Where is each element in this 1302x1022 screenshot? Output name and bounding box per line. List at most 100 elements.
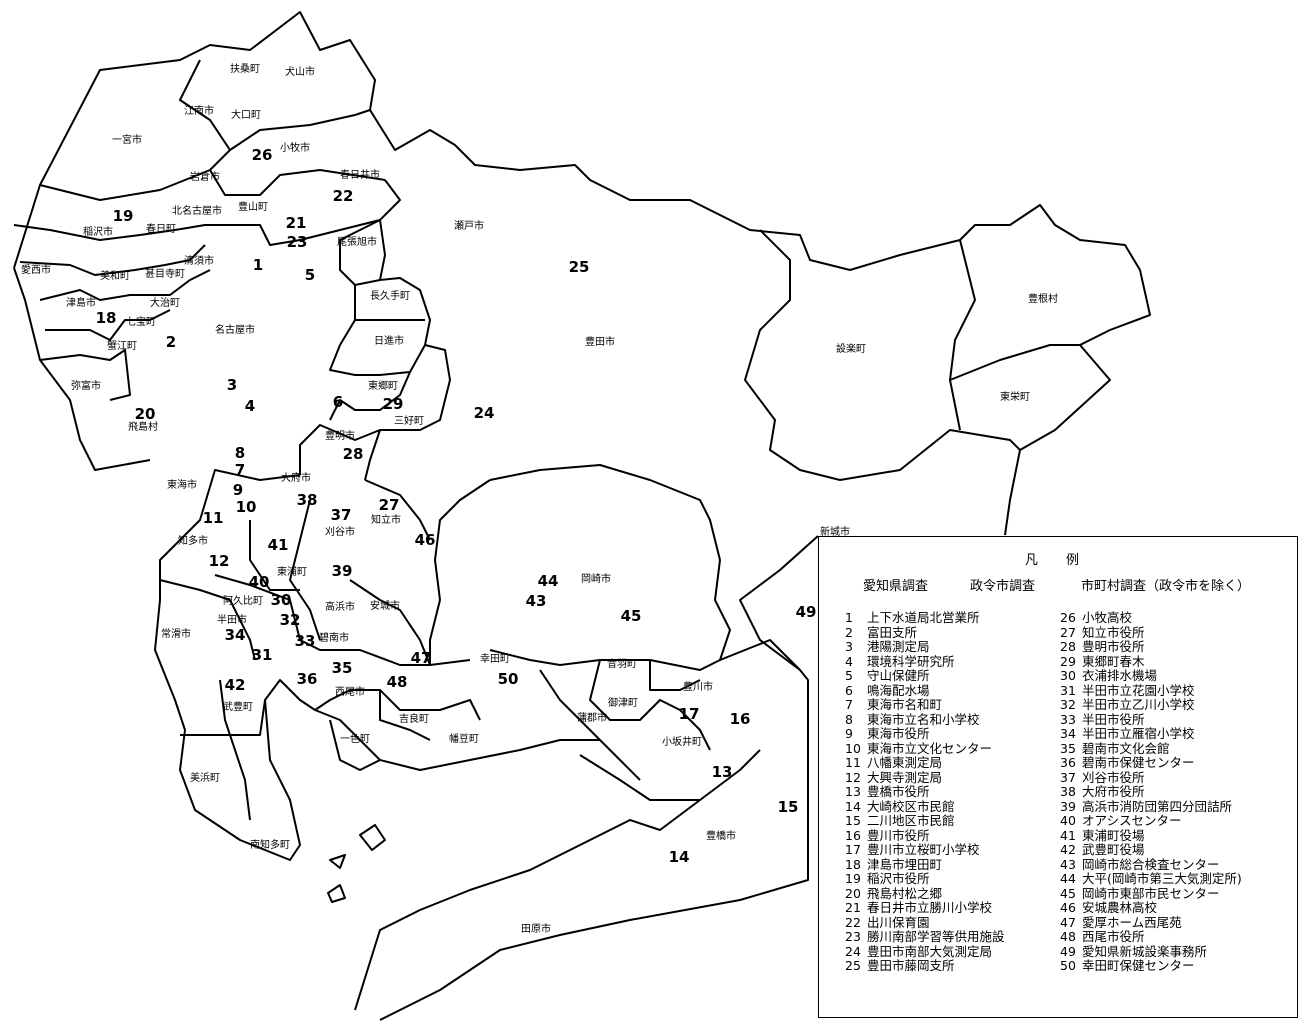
legend-category: 政令市調査 [970,579,1036,594]
site-number: 4 [245,397,255,415]
municipality-label: 音羽町 [607,657,637,670]
legend-entry-number: 34 [1060,726,1076,741]
municipality-label: 稲沢市 [83,225,113,238]
legend-entry-number: 12 [845,769,861,785]
site-number: 21 [286,214,307,232]
municipality-label: 名古屋市 [215,323,255,336]
legend-entry-number: 4 [845,653,853,669]
municipality-label: 三好町 [394,415,424,427]
legend-entry-name: 豊明市役所 [1082,639,1145,654]
municipality-label: 弥富市 [71,379,101,392]
legend-entry-name: 碧南市文化会館 [1082,740,1170,756]
site-number: 28 [343,445,364,463]
legend-entry-name: 武豊町役場 [1082,842,1145,857]
legend-entry-number: 21 [845,900,861,915]
municipality-label: 蒲郡市 [577,711,607,724]
legend-entry-name: 刈谷市役所 [1082,769,1145,785]
boundary [379,690,431,741]
legend-entry-name: 守山保健所 [867,668,930,683]
legend-entry: 4 環境科学研究所 [845,653,1005,670]
municipality-label: 長久手町 [370,289,410,302]
boundary [249,520,300,591]
legend-entry-name: 半田市立花園小学校 [1082,682,1195,698]
municipality-label: 尾張旭市 [337,235,377,248]
site-number: 37 [331,506,352,524]
site-number: 27 [379,496,400,514]
boundary [45,309,171,341]
boundary [579,754,700,801]
municipality-label: 瀬戸市 [454,219,484,232]
site-number: 31 [252,646,273,664]
municipality-label: 江南市 [184,104,214,117]
municipality-label: 大府市 [281,471,311,484]
municipality-label: 飛島村 [128,420,158,433]
site-number: 16 [730,710,751,728]
site-number: 32 [280,611,301,629]
site-number: 47 [411,649,432,667]
boundary [299,639,471,666]
legend-entry-name: 東浦町役場 [1082,827,1145,843]
legend-entry-number: 14 [845,798,861,814]
site-number: 3 [227,376,237,394]
legend-entry-number: 11 [845,755,861,770]
municipality-label: 大口町 [231,108,261,121]
municipality-label: 東浦町 [277,565,307,578]
boundary [329,371,411,421]
municipality-label: 豊明市 [325,429,355,442]
municipality-label: 犬山市 [285,65,315,78]
boundary [209,169,386,196]
boundary [364,479,431,541]
boundary [329,277,431,376]
municipality-label: 愛西市 [21,263,51,276]
legend-entry-name: 衣浦排水機場 [1082,668,1158,683]
prefecture-boundary [13,11,1151,1021]
legend-entry-name: 稲沢市役所 [867,871,930,886]
municipality-label: 南知多町 [250,838,290,851]
site-number: 35 [332,659,353,677]
legend-entry-name: 岡崎市総合検査センター [1082,856,1220,872]
municipality-label: 甚目寺町 [145,268,185,280]
municipality-label: 北名古屋市 [172,204,222,217]
municipality-label: 豊田市 [585,335,615,348]
municipality-label: 岡崎市 [581,572,611,585]
site-number: 14 [669,848,690,866]
site-number: 33 [295,632,316,650]
boundary [539,669,601,741]
legend-entry-number: 40 [1060,813,1076,828]
site-number: 20 [135,405,156,423]
site-number: 15 [778,798,799,816]
legend-entry-name: 豊田市藤岡支所 [867,958,955,973]
boundary [429,479,491,665]
legend-entry-name: 愛知県新城設楽事務所 [1082,943,1208,959]
legend-entry-name: 豊川市立桜町小学校 [867,842,980,857]
municipality-label: 豊橋市 [706,829,736,842]
site-number: 30 [271,591,292,609]
legend-entry-name: オアシスセンター [1082,813,1182,828]
legend-entry-number: 45 [1060,885,1076,901]
site-number: 38 [297,491,318,509]
municipality-label: 清須市 [184,254,214,267]
municipality-label: 豊根村 [1028,292,1058,305]
legend-entry-number: 23 [845,929,861,944]
island [359,824,386,851]
legend-entry-number: 36 [1060,755,1076,770]
boundary [299,424,381,475]
site-number: 11 [203,509,224,527]
legend-entry-name: 環境科学研究所 [867,653,955,669]
boundary [744,229,1021,481]
legend-entry-name: 高浜市消防団第四分団詰所 [1082,798,1233,814]
legend-entry-number: 38 [1060,784,1076,799]
